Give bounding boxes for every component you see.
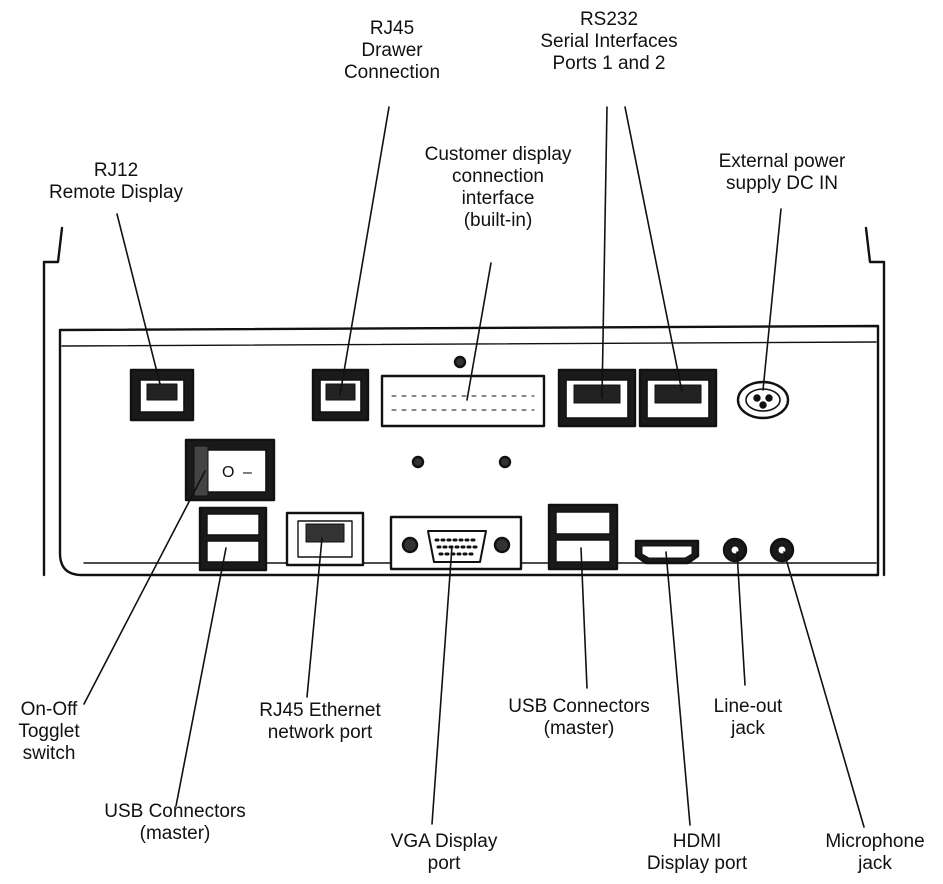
rs232-port-1	[557, 368, 637, 428]
ethernet-port	[285, 511, 365, 567]
rs232-port-2	[638, 368, 718, 428]
leader-rj45-drawer	[339, 106, 390, 396]
label-usb-left: USB Connectors(master)	[104, 801, 246, 844]
screw	[498, 455, 512, 469]
hdmi-port	[634, 539, 700, 565]
leader-lineout	[736, 551, 746, 686]
leader-power	[762, 208, 782, 391]
on-off-switch	[184, 438, 276, 502]
leader-rs232-2	[624, 106, 683, 393]
left-side-bracket	[42, 226, 64, 577]
leader-ethernet	[306, 537, 323, 698]
screw	[411, 455, 425, 469]
leader-usb-left	[175, 547, 227, 807]
screw	[453, 355, 467, 369]
leader-rj12	[116, 213, 161, 385]
microphone-jack	[769, 537, 795, 563]
device-body	[58, 324, 880, 577]
switch-off-mark: O	[222, 464, 234, 481]
usb-left-port	[198, 506, 268, 572]
right-side-bracket	[864, 226, 886, 577]
switch-on-mark: –	[243, 464, 252, 481]
leader-vga	[431, 545, 453, 825]
vga-port	[389, 515, 523, 571]
customer-display-connector	[380, 374, 546, 428]
leader-hdmi	[665, 551, 691, 826]
body-top-edge	[61, 341, 877, 347]
label-usb-right: USB Connectors(master)	[508, 696, 650, 739]
leader-rs232-1	[601, 106, 608, 399]
leader-onoff	[83, 470, 206, 705]
rj12-port	[129, 368, 195, 422]
leader-usb-right	[580, 547, 588, 689]
line-out-jack	[722, 537, 748, 563]
usb-right-port	[547, 503, 619, 571]
leader-mic	[783, 551, 865, 828]
leader-customer-display	[466, 262, 492, 401]
dc-in-port	[736, 380, 790, 420]
